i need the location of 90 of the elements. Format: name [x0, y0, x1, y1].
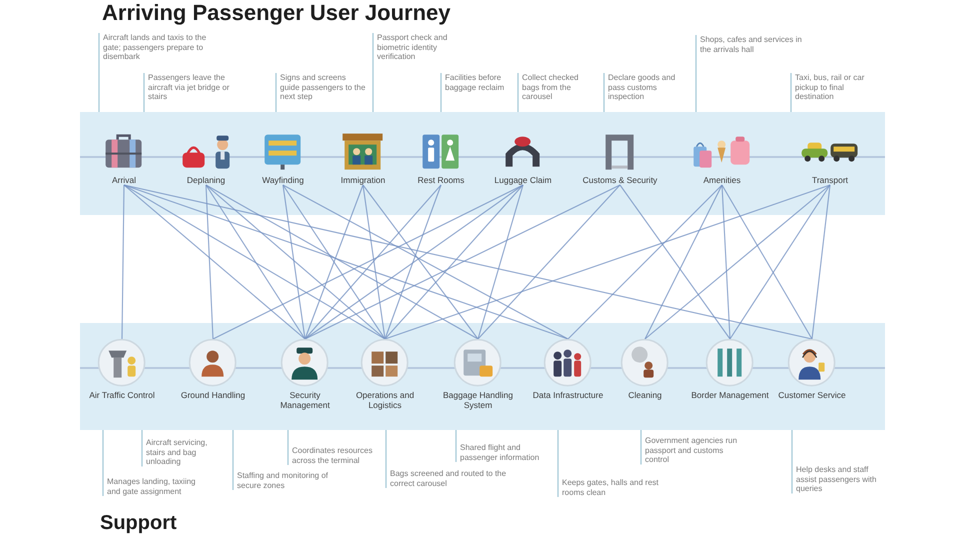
leader-line [440, 73, 442, 112]
leader-line [640, 430, 642, 464]
leader-line [791, 430, 793, 494]
swimlane-band [80, 112, 885, 215]
step-label: Immigration [340, 175, 386, 185]
support-label: Customer Service [778, 390, 846, 400]
connector-line [304, 184, 442, 340]
annotation-text: Declare goods and pass customs inspection [608, 73, 676, 102]
connector-line [304, 184, 620, 340]
leader-line [603, 73, 605, 112]
connector-line [304, 184, 364, 340]
connector-line [384, 184, 830, 340]
annotation-text: Collect checked bags from the carousel [522, 73, 580, 102]
connector-line [644, 184, 722, 340]
connector-line [568, 184, 722, 340]
annotation-text: Help desks and staff assist passengers with queries [796, 465, 878, 494]
connector-line [206, 184, 306, 340]
connector-line [124, 184, 306, 340]
connector-line [721, 184, 731, 340]
annotation-text: Keeps gates, halls and rest rooms clean [562, 478, 660, 497]
connector-line [384, 184, 442, 340]
step-label: Luggage Claim [494, 175, 552, 185]
leader-line [287, 430, 289, 465]
annotation-text: Aircraft lands and taxis to the gate; passengers prepare to disembark [103, 33, 208, 62]
connector-line [282, 184, 568, 340]
connector-line [722, 184, 812, 340]
connector-line [282, 184, 306, 340]
annotation-text: Shops, cafes and services in the arrivals hall [700, 35, 803, 54]
connector-line [124, 184, 568, 340]
step-label: Amenities [703, 175, 741, 185]
swimlane-band [80, 323, 885, 430]
connector-line [212, 184, 524, 340]
leader-line [517, 73, 519, 112]
support-label: Security Management [279, 390, 331, 410]
connector-line [124, 184, 812, 340]
leader-line [385, 430, 387, 488]
annotation-text: Bags screened and routed to the correct carousel [390, 469, 508, 488]
section-heading: Support [100, 511, 177, 535]
leader-line [232, 430, 234, 490]
connector-line [206, 184, 386, 340]
leader-line [98, 33, 100, 112]
connector-line [478, 184, 620, 340]
step-label: Customs & Security [582, 175, 658, 185]
support-label: Operations and Logistics [354, 390, 416, 410]
connector-line [644, 184, 830, 340]
annotation-text: Staffing and monitoring of secure zones [237, 471, 330, 490]
annotation-text: Manages landing, taxiing and gate assignment [107, 477, 197, 496]
annotation-text: Shared flight and passenger information [460, 443, 540, 462]
annotation-text: Signs and screens guide passengers to the next step [280, 73, 366, 102]
connector-line [477, 184, 524, 340]
leader-line [275, 73, 277, 112]
annotation-text: Passengers leave the aircraft via jet bridge or stairs [148, 73, 230, 102]
annotation-text: Taxi, bus, rail or car pickup to final destination [795, 73, 866, 102]
annotation-text: Passport check and biometric identity verification [377, 33, 448, 62]
connector-line [124, 184, 386, 340]
connector-line [811, 184, 831, 340]
annotation-text: Aircraft servicing, stairs and bag unloading [146, 438, 208, 466]
support-label: Cleaning [628, 390, 662, 400]
leader-line [557, 430, 559, 497]
connector-line [205, 184, 214, 340]
leader-line [372, 33, 374, 112]
leader-line [790, 73, 792, 112]
step-label: Deplaning [186, 175, 226, 185]
support-label: Baggage Handling System [442, 390, 514, 410]
support-label: Data Infrastructure [532, 390, 604, 400]
leader-line [455, 430, 457, 462]
connector-line [362, 184, 386, 340]
diagram-title: Arriving Passenger User Journey [102, 0, 450, 26]
support-label: Air Traffic Control [89, 390, 155, 400]
connector-line [121, 185, 125, 339]
connector-line [282, 184, 386, 340]
annotation-text: Coordinates resources across the terminal [292, 446, 374, 465]
connector-line [620, 184, 730, 340]
annotation-text: Government agencies run passport and customs control [645, 436, 738, 464]
step-label: Arrival [112, 175, 136, 185]
connector-line [206, 184, 478, 340]
connector-line [384, 184, 524, 340]
support-label: Ground Handling [180, 390, 246, 400]
step-label: Wayfinding [262, 175, 304, 185]
step-label: Rest Rooms [418, 175, 464, 185]
step-label: Transport [812, 175, 848, 185]
leader-line [102, 430, 104, 496]
leader-line [695, 35, 697, 112]
connector-line [304, 184, 524, 340]
connector-line [730, 184, 830, 340]
leader-line [143, 73, 145, 112]
connector-line [362, 184, 478, 340]
support-label: Border Management [691, 390, 769, 400]
annotation-text: Facilities before baggage reclaim [445, 73, 506, 92]
leader-line [141, 430, 143, 466]
